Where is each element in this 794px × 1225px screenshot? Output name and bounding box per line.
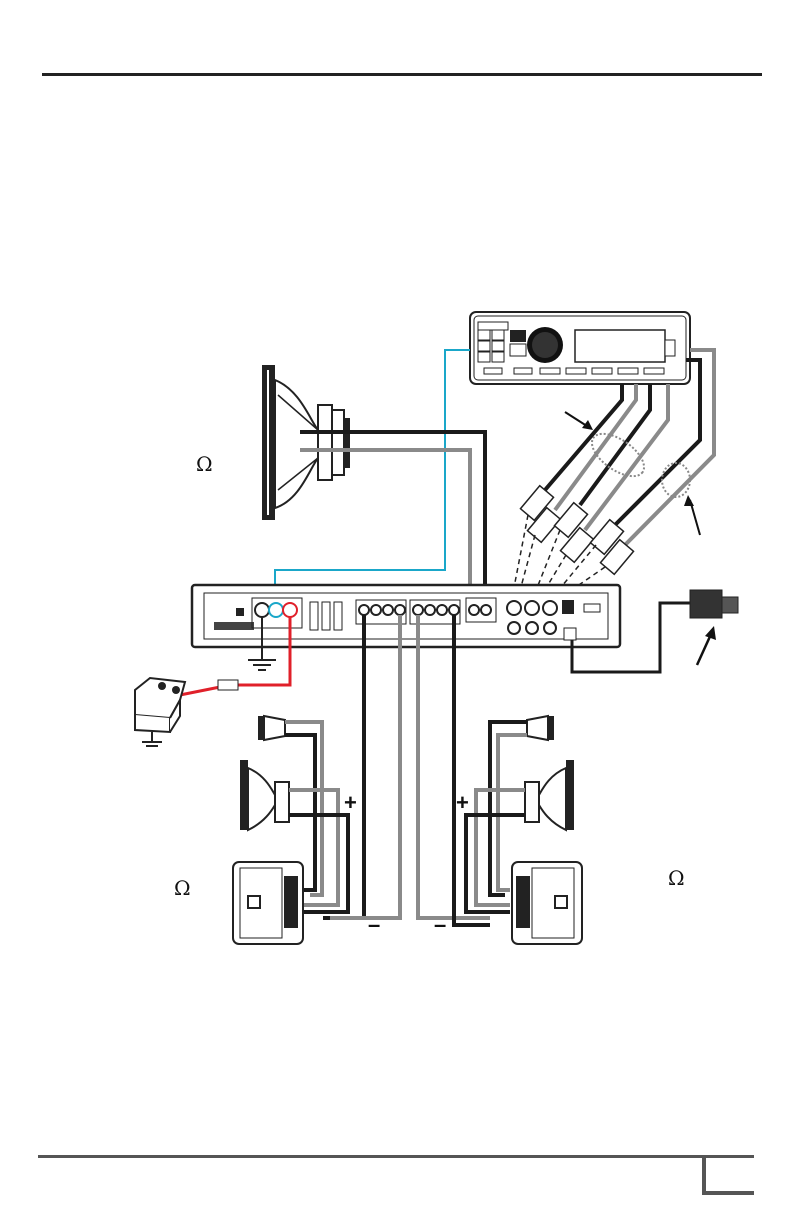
left-component-impedance-label: Ω xyxy=(174,876,191,900)
midrange-speaker-icon xyxy=(525,760,574,830)
battery-icon xyxy=(135,678,185,746)
left-positive-label: + xyxy=(344,790,357,816)
right-component-impedance-label: Ω xyxy=(668,866,685,890)
right-negative-label: – xyxy=(434,912,446,938)
tweeter-icon xyxy=(258,716,285,740)
bottom-rule xyxy=(38,1155,754,1158)
tweeter-icon xyxy=(527,716,554,740)
midrange-speaker-icon xyxy=(240,760,289,830)
subwoofer-impedance-label: Ω xyxy=(196,452,213,476)
amplifier-icon xyxy=(192,585,620,647)
crossover-icon xyxy=(512,862,582,944)
subwoofer-icon xyxy=(262,365,350,520)
rca-cables xyxy=(512,350,714,598)
page-number-tab xyxy=(702,1155,754,1195)
left-negative-label: – xyxy=(368,912,380,938)
crossover-icon xyxy=(233,862,303,944)
head-unit-icon xyxy=(470,312,690,384)
right-positive-label: + xyxy=(456,790,469,816)
remote-bass-knob-icon xyxy=(690,590,738,618)
